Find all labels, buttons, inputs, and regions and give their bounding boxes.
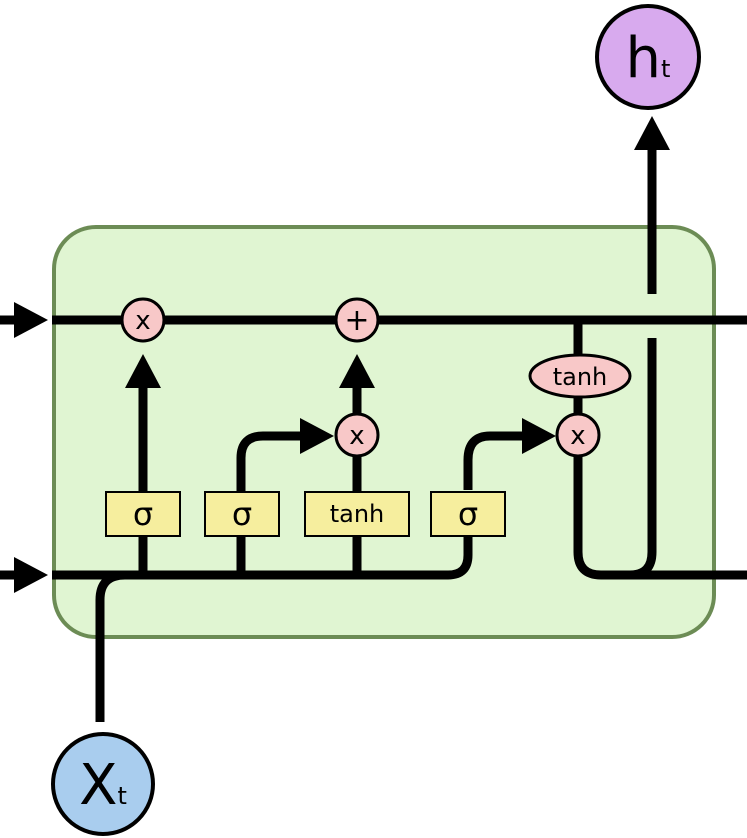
output-multiply-label: x	[570, 421, 585, 451]
input-gate-wire	[236, 418, 334, 575]
svg-text:Xt: Xt	[79, 753, 127, 818]
output-gate-layer: σ	[430, 491, 506, 537]
output-ht-node: ht	[595, 4, 701, 110]
output-tanh-label: tanh	[553, 363, 608, 391]
hidden-to-output-wire	[629, 338, 657, 580]
forget-multiply-op: x	[120, 297, 166, 343]
svg-text:ht: ht	[626, 26, 671, 91]
forget-gate-layer: σ	[105, 491, 181, 537]
forget-gate-label: σ	[133, 495, 153, 533]
input-gate-layer: σ	[204, 491, 280, 537]
input-xt-sub: t	[117, 782, 126, 810]
input-xt-line	[95, 570, 126, 722]
hidden-state-out-line	[573, 456, 747, 580]
output-gate-wire	[463, 418, 556, 490]
input-gate-label: σ	[232, 495, 252, 533]
candidate-label: tanh	[330, 500, 385, 528]
forget-multiply-label: x	[135, 306, 150, 336]
input-multiply-label: x	[349, 421, 364, 451]
output-ht-sub: t	[661, 55, 670, 83]
output-ht-main: h	[626, 26, 662, 91]
candidate-layer: tanh	[304, 491, 410, 537]
add-op: +	[334, 297, 380, 343]
output-gate-label: σ	[458, 495, 478, 533]
output-multiply-op: x	[555, 412, 601, 458]
input-xt-main: X	[79, 753, 117, 818]
hidden-state-line	[52, 520, 473, 580]
add-label: +	[344, 303, 369, 338]
input-xt-node: Xt	[51, 732, 155, 836]
input-multiply-op: x	[334, 412, 380, 458]
output-tanh-op: tanh	[528, 353, 632, 399]
